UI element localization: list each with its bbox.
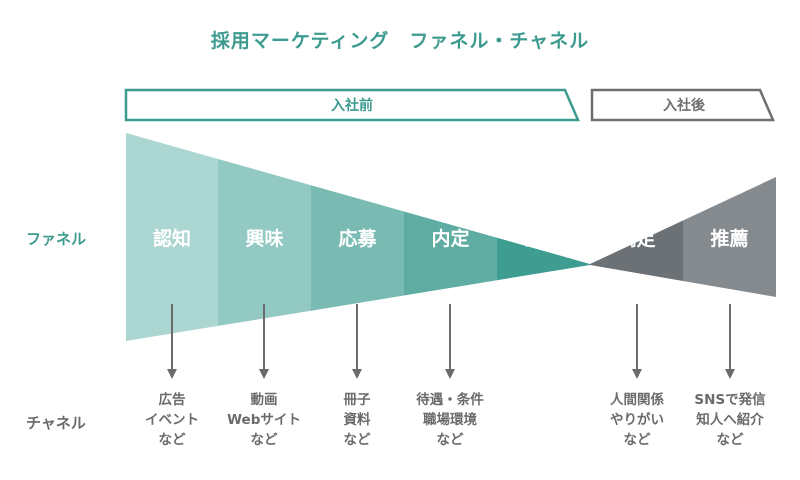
phase-banner-before: 入社前 [124, 88, 580, 122]
channel-line: 広告 [158, 392, 186, 408]
channel-line: 人間関係 [610, 392, 664, 408]
funnel-stage-shape [126, 133, 218, 341]
funnel-stage-shape [497, 237, 590, 281]
funnel-stage-shape [404, 211, 497, 296]
channel-line: など [158, 432, 186, 448]
funnel-stage-label: 認知 [153, 227, 191, 250]
phase-label-after: 入社後 [663, 97, 706, 114]
channel-line: など [436, 432, 464, 448]
channel-line: など [716, 432, 744, 448]
arrow-down-icon [632, 369, 642, 379]
funnel-stage-shape [590, 220, 683, 281]
arrow-down-icon [725, 369, 735, 379]
funnel-stage-label: 満足 [617, 228, 656, 250]
funnel-stage-shape [311, 185, 404, 311]
funnel-stage-shape [218, 158, 311, 326]
channel-line: 知人へ紹介 [696, 412, 764, 428]
channel-item: 広告イベントなど [117, 390, 227, 450]
channel-arrows [167, 304, 735, 379]
funnel-stage-label: 興味 [245, 228, 283, 250]
channel-line: やりがい [610, 412, 664, 428]
diagram-title: 採用マーケティング ファネル・チャネル [210, 30, 590, 52]
channel-line: など [623, 432, 651, 448]
channel-line: 資料 [343, 412, 371, 428]
funnel-stage-label: 推薦 [710, 227, 748, 250]
channel-line: など [343, 432, 371, 448]
channel-line: など [250, 432, 278, 448]
funnel-stage-label: 応募 [338, 227, 377, 250]
funnel-stage-shape [683, 177, 776, 297]
channel-item: 冊子資料など [302, 390, 412, 450]
channel-item: 動画 Webサイトなど [209, 390, 319, 450]
arrow-down-icon [445, 369, 455, 379]
channel-item: SNSで発信知人へ紹介など [675, 390, 785, 450]
funnel-stage: 内定 [404, 211, 497, 296]
funnel-stage: 興味 [218, 158, 311, 326]
channel-item: 待遇・条件職場環境など [395, 390, 505, 450]
channel-line: イベント [145, 412, 199, 428]
funnel-stage: 満足 [590, 220, 683, 281]
arrow-down-icon [352, 369, 362, 379]
funnel-row-label: ファネル [26, 230, 87, 248]
channel-line: 冊子 [343, 392, 371, 408]
channel-line: Webサイト [227, 412, 301, 428]
channel-line: 職場環境 [423, 412, 477, 428]
channel-line: 待遇・条件 [416, 392, 484, 408]
funnel-stage: 推薦 [683, 177, 776, 297]
phase-banner-after: 入社後 [590, 88, 775, 122]
phase-label-before: 入社前 [331, 97, 373, 114]
funnel-stage: 応募 [311, 185, 404, 311]
arrow-down-icon [167, 369, 177, 379]
channel-line: SNSで発信 [694, 392, 766, 408]
channel-line: 動画 [250, 392, 278, 408]
channel-row-label: チャネル [26, 414, 86, 432]
arrow-down-icon [259, 369, 269, 379]
funnel-stage-label: 入社 [524, 227, 562, 250]
funnel-stages: 認知 興味 応募 内定 入社 満足 推薦 [126, 133, 776, 341]
funnel-stage-label: 内定 [431, 227, 469, 250]
funnel-stage: 入社 [497, 227, 590, 281]
channel-item: 人間関係やりがいなど [582, 390, 692, 450]
funnel-stage: 認知 [126, 133, 218, 341]
